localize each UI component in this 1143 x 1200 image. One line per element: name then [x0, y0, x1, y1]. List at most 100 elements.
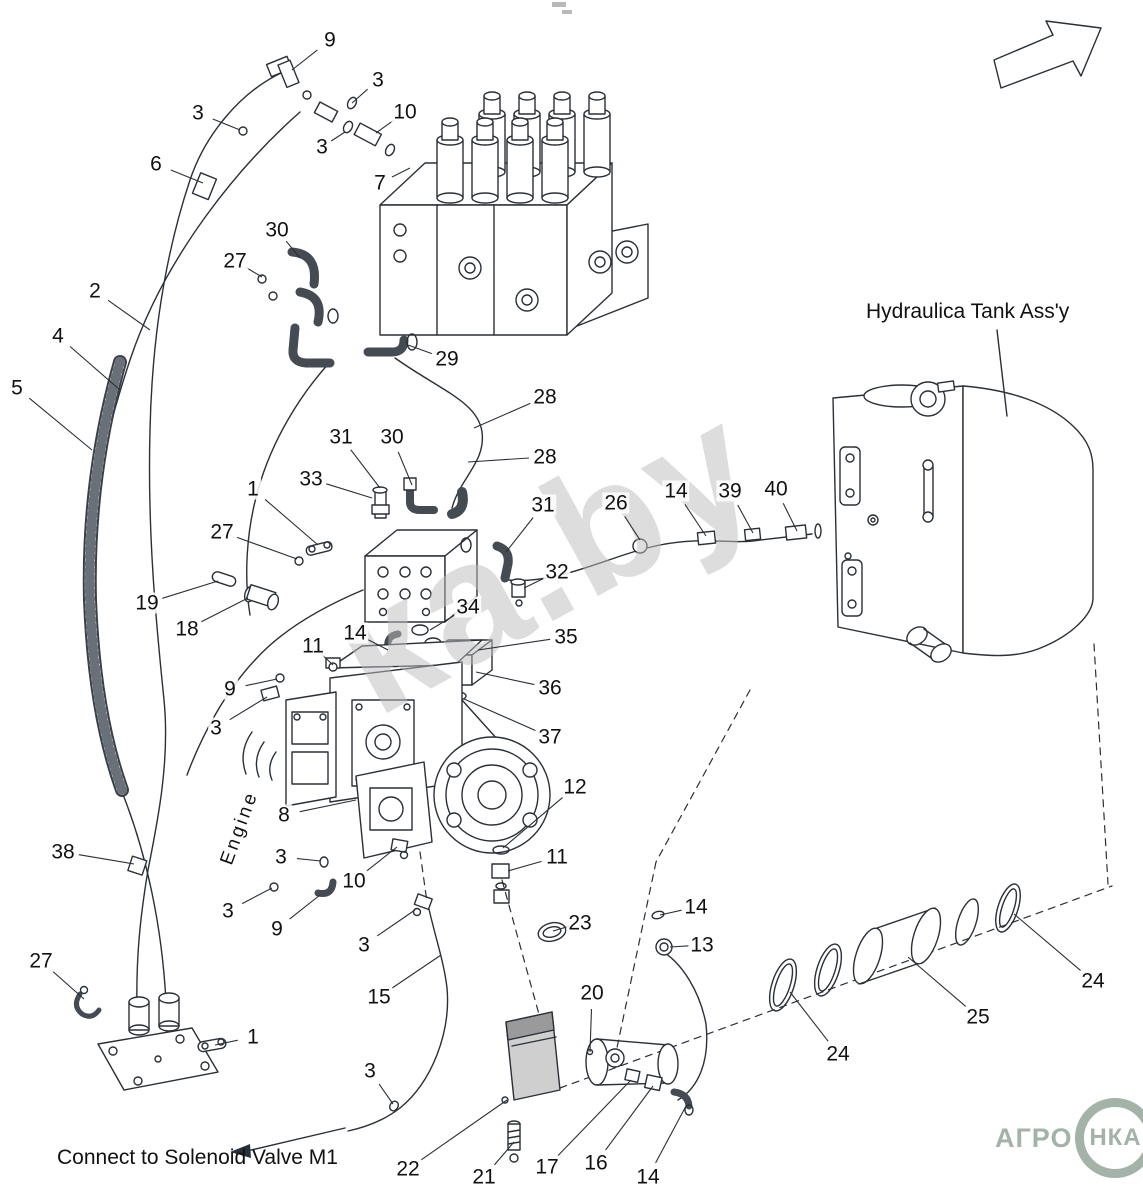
- callout-label-3: 3: [356, 933, 372, 957]
- leader-line: [214, 1039, 238, 1046]
- callout-label-30: 30: [378, 425, 406, 449]
- leader-line: [391, 167, 411, 178]
- leader-line: [507, 860, 542, 872]
- callout-label-8: 8: [276, 803, 292, 827]
- callout-label-3: 3: [220, 899, 236, 923]
- callout-label-7: 7: [372, 171, 388, 195]
- callout-label-3: 3: [208, 716, 224, 740]
- leader-line: [789, 991, 829, 1042]
- callout-label-21: 21: [470, 1165, 498, 1189]
- callout-label-40: 40: [762, 477, 790, 501]
- clamp-rings-and-sleeve: [768, 883, 1021, 1012]
- pump-fittings: [127, 673, 673, 1112]
- leader-line: [782, 503, 798, 532]
- logo-circle-icon: НКА: [1075, 1098, 1143, 1178]
- callout-label-9: 9: [322, 28, 338, 52]
- engine-arcs: [242, 731, 277, 781]
- leader-line: [201, 597, 249, 623]
- leader-line: [475, 671, 535, 686]
- callout-label-3: 3: [314, 135, 330, 159]
- leader-line: [162, 580, 219, 599]
- leader-line: [326, 483, 373, 499]
- callout-label-4: 4: [50, 324, 66, 348]
- callout-label-34: 34: [454, 595, 482, 619]
- top-hose-fittings: [191, 55, 396, 201]
- bottom-flange-plate: [74, 985, 227, 1091]
- leader-line: [264, 498, 319, 546]
- leader-line: [367, 639, 389, 651]
- callout-label-3: 3: [362, 1059, 378, 1083]
- leader-line: [107, 299, 151, 331]
- callout-label-31: 31: [327, 425, 355, 449]
- leader-line: [170, 169, 204, 184]
- pump-assembly: [285, 639, 551, 859]
- callout-label-28: 28: [531, 385, 559, 409]
- leader-line: [241, 887, 273, 905]
- solenoid-connection-label: Connect to Solenoid Valve M1: [57, 1146, 338, 1169]
- leader-line: [351, 88, 368, 104]
- callout-label-14: 14: [634, 1165, 662, 1189]
- leader-line: [463, 698, 536, 732]
- callout-label-13: 13: [688, 933, 716, 957]
- callout-label-11: 11: [544, 845, 570, 869]
- leader-line: [375, 119, 394, 134]
- callout-label-31: 31: [529, 493, 557, 517]
- callout-label-3: 3: [273, 845, 289, 869]
- leader-line: [299, 799, 357, 813]
- leader-line: [52, 971, 85, 1000]
- leader-line: [236, 536, 298, 560]
- leader-line: [291, 49, 318, 71]
- callout-label-27: 27: [208, 520, 236, 544]
- direction-arrow-icon: [993, 20, 1102, 89]
- callout-label-26: 26: [602, 491, 630, 515]
- leader-line: [378, 1083, 394, 1105]
- leader-line: [505, 517, 534, 553]
- callout-label-14: 14: [662, 479, 690, 503]
- leader-line: [420, 1099, 508, 1161]
- callout-label-24: 24: [824, 1042, 852, 1066]
- leader-line: [69, 346, 121, 391]
- leader-line: [557, 1079, 632, 1156]
- valve-elbow-fittings: [257, 247, 418, 368]
- leader-line: [1013, 913, 1082, 972]
- top-watermark-fragment: [552, 2, 572, 14]
- callout-label-3: 3: [370, 68, 386, 92]
- callout-label-9: 9: [269, 917, 285, 941]
- leader-line: [366, 846, 398, 872]
- callout-label-19: 19: [133, 591, 161, 615]
- callout-label-14: 14: [341, 621, 369, 645]
- callout-label-9: 9: [222, 677, 238, 701]
- leader-line: [289, 894, 321, 920]
- leader-line: [502, 796, 564, 849]
- callout-label-18: 18: [173, 617, 201, 641]
- leader-line: [655, 1105, 687, 1164]
- callout-label-11: 11: [300, 634, 326, 658]
- leader-line: [285, 240, 301, 259]
- leader-line: [523, 577, 545, 589]
- leader-line: [391, 954, 442, 989]
- callout-label-30: 30: [263, 218, 291, 242]
- leader-line: [624, 516, 641, 541]
- callout-label-27: 27: [221, 249, 249, 273]
- leader-line: [493, 1141, 515, 1166]
- callout-label-12: 12: [561, 775, 589, 799]
- leader-line: [684, 503, 707, 537]
- callout-label-10: 10: [391, 100, 419, 124]
- leader-line: [376, 909, 416, 937]
- callout-label-38: 38: [49, 840, 77, 864]
- callout-label-6: 6: [148, 152, 164, 176]
- leader-line: [78, 854, 135, 865]
- callout-label-27: 27: [27, 949, 55, 973]
- callout-label-23: 23: [566, 911, 594, 935]
- callout-label-35: 35: [552, 625, 580, 649]
- callout-label-17: 17: [533, 1155, 561, 1179]
- leader-line: [429, 614, 455, 631]
- leader-line: [245, 678, 278, 687]
- callout-label-16: 16: [582, 1151, 610, 1175]
- leader-line: [669, 945, 690, 948]
- suction-line-fittings: [632, 523, 822, 554]
- construction-lines: [419, 643, 1113, 1089]
